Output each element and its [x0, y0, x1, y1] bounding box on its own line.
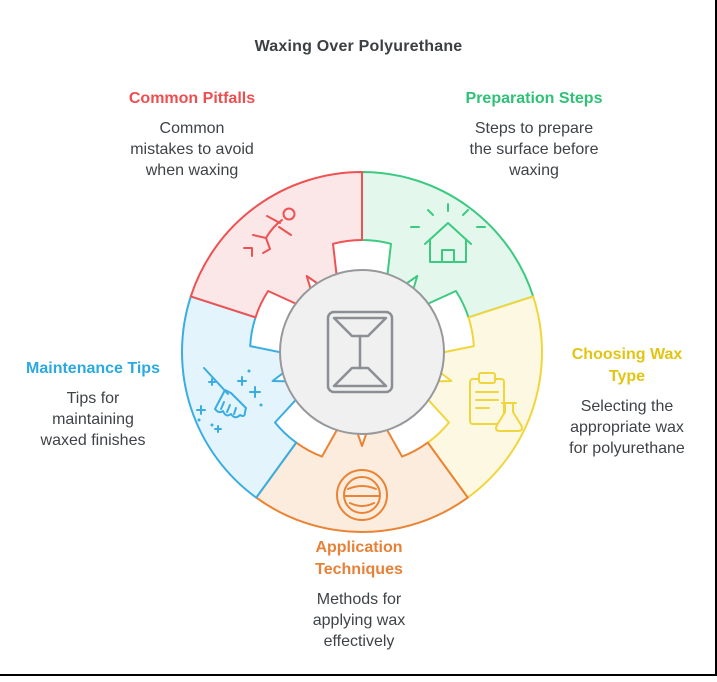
- choosing-wax-type-heading: Choosing Wax Type: [571, 346, 683, 385]
- label-application-techniques: Application Techniques Methods for apply…: [264, 537, 454, 652]
- preparation-steps-description: Steps to prepare the surface before waxi…: [439, 118, 629, 181]
- description-line: Steps to prepare: [474, 120, 594, 137]
- description-line: appropriate wax: [570, 419, 684, 436]
- house-shine-icon: [410, 203, 486, 263]
- label-maintenance-tips: Maintenance Tips Tips for maintaining wa…: [3, 358, 183, 451]
- center-circle: [279, 269, 445, 435]
- common-pitfalls-description: Common mistakes to avoid when waxing: [97, 118, 287, 181]
- process-wheel-diagram: [181, 171, 543, 533]
- choosing-wax-type-description: Selecting the appropriate wax for polyur…: [547, 396, 707, 459]
- description-line: for polyurethane: [569, 440, 685, 457]
- label-common-pitfalls: Common Pitfalls Common mistakes to avoid…: [97, 88, 287, 181]
- description-line: Tips for: [66, 390, 120, 407]
- page-title: Waxing Over Polyurethane: [254, 38, 463, 55]
- maintenance-tips-heading: Maintenance Tips: [26, 360, 160, 377]
- description-line: mistakes to avoid: [130, 141, 254, 158]
- label-choosing-wax-type: Choosing Wax Type Selecting the appropri…: [547, 344, 707, 459]
- broom-sparkle-icon: [196, 367, 263, 433]
- preparation-steps-heading: Preparation Steps: [465, 90, 603, 107]
- common-pitfalls-heading: Common Pitfalls: [128, 90, 256, 107]
- description-line: waxed finishes: [40, 432, 146, 449]
- description-line: when waxing: [145, 162, 239, 179]
- application-techniques-description: Methods for applying wax effectively: [264, 589, 454, 652]
- panel-icon: [326, 310, 394, 394]
- description-line: Methods for: [316, 591, 402, 608]
- label-preparation-steps: Preparation Steps Steps to prepare the s…: [439, 88, 629, 181]
- wax-tin-icon: [336, 469, 388, 521]
- application-techniques-heading: Application Techniques: [315, 539, 403, 578]
- slipping-person-icon: [243, 207, 296, 257]
- description-line: Selecting the: [580, 398, 674, 415]
- description-line: applying wax: [312, 612, 406, 629]
- segment-choosing-wax-type: [410, 295, 543, 499]
- maintenance-tips-description: Tips for maintaining waxed finishes: [3, 388, 183, 451]
- description-line: Common: [159, 120, 225, 137]
- segment-maintenance-tips: [181, 295, 314, 499]
- description-line: maintaining: [52, 411, 134, 428]
- description-line: the surface before: [469, 141, 599, 158]
- frame-border-bottom: [0, 674, 717, 676]
- clipboard-flask-icon: [469, 372, 523, 432]
- description-line: waxing: [509, 162, 559, 179]
- frame-border-right: [715, 0, 717, 676]
- description-line: effectively: [323, 633, 395, 650]
